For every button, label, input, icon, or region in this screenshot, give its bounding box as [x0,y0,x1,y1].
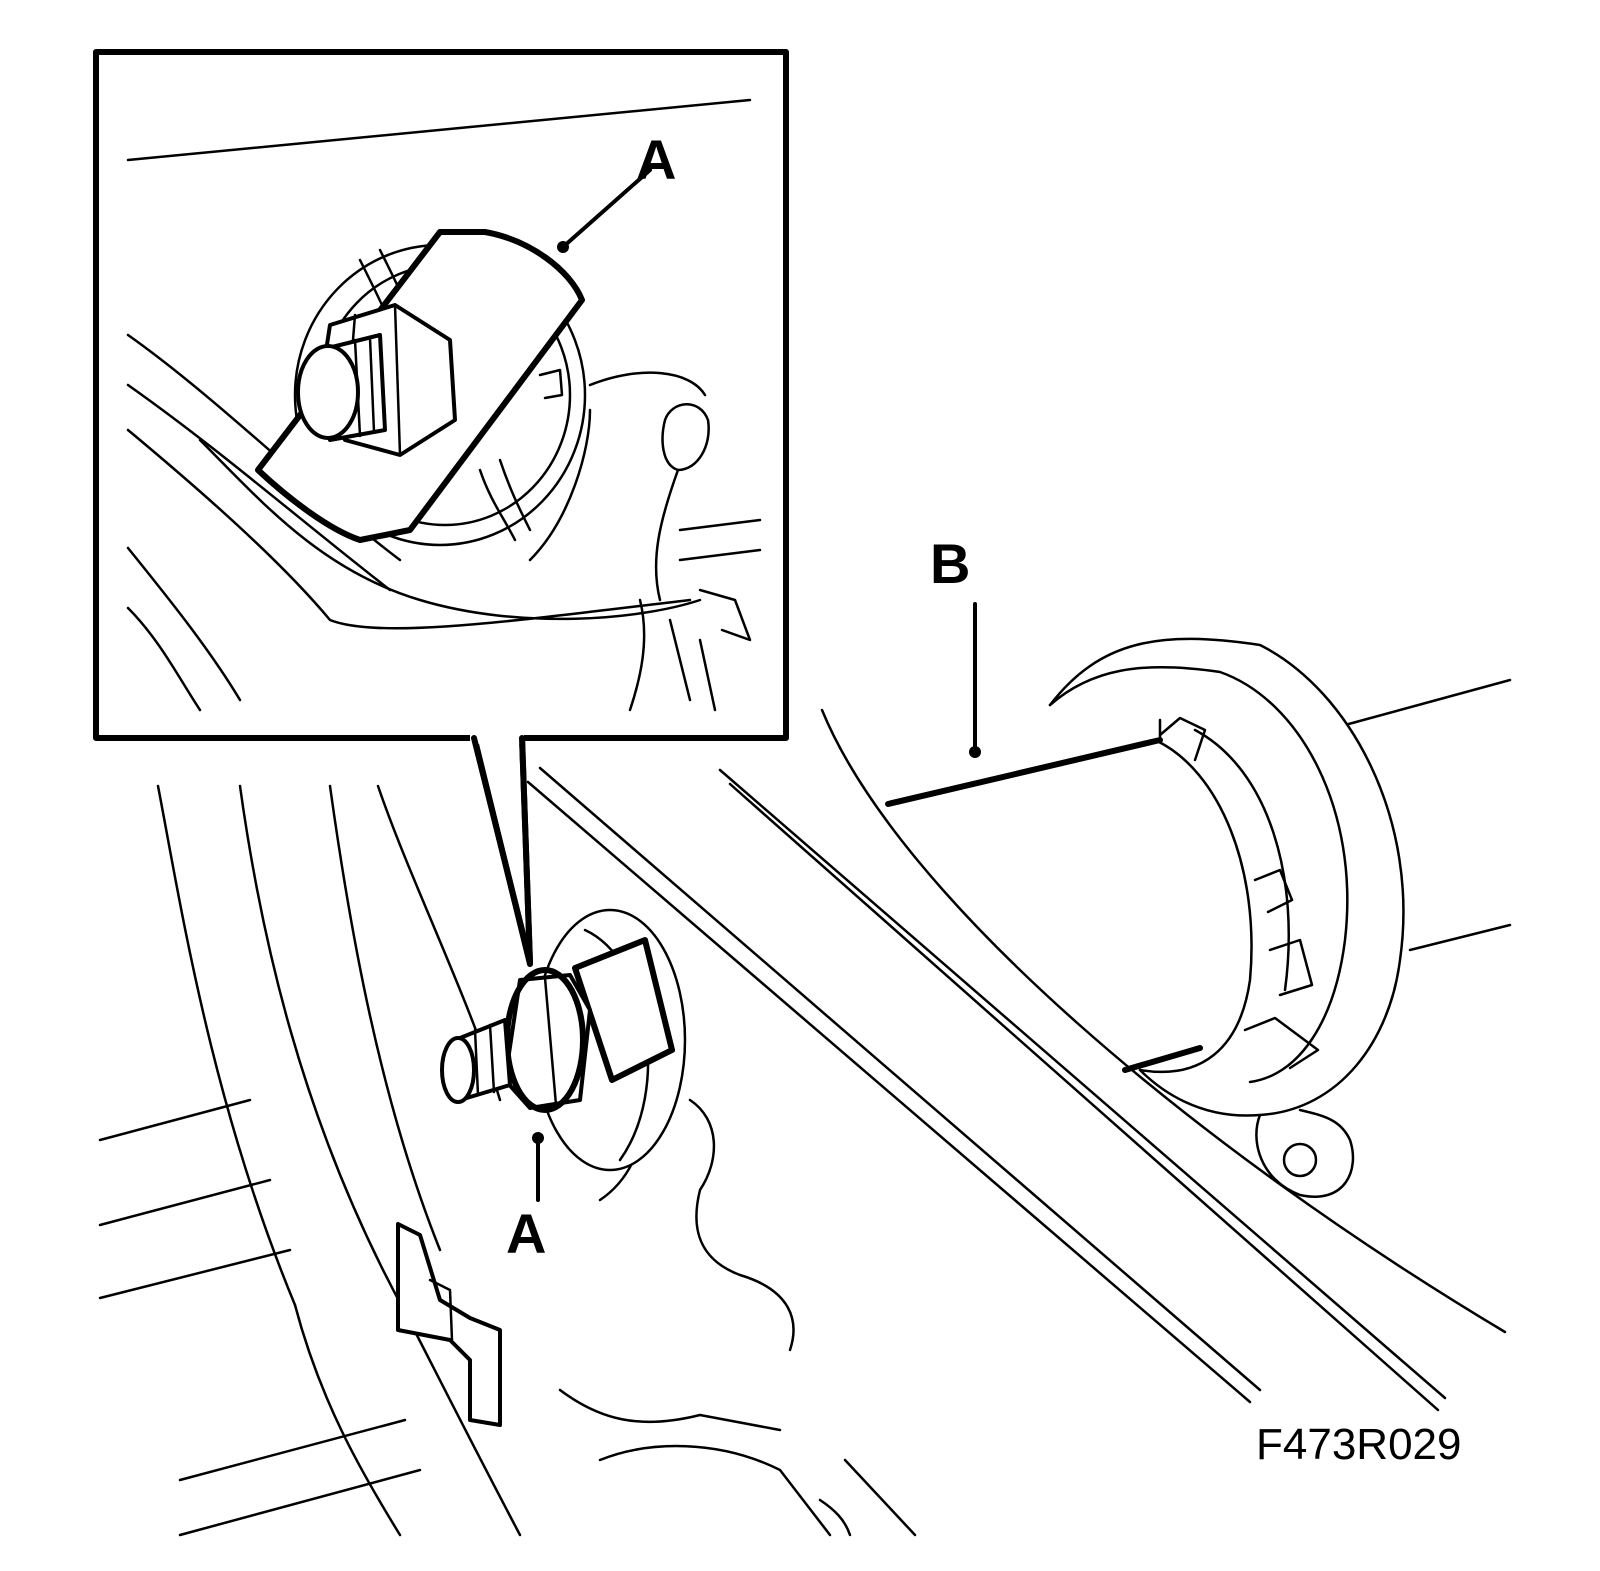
arm-edge-4 [728,782,1440,1412]
inset-line-top [126,98,752,162]
collar-bore-2 [1193,728,1290,992]
main-scene [98,708,1507,1537]
frame-curve-3 [328,784,442,1252]
bottom-edge-4 [818,1498,852,1537]
cylinder-bottom-edge [1122,1045,1203,1073]
lower-stud-end [440,1036,476,1104]
collar-lug-hole [1282,1142,1318,1178]
collar-notch-1 [1158,716,1207,762]
inset-curve-2 [126,383,392,592]
inset-right-line-2 [678,548,762,562]
clip-bracket [396,1222,502,1427]
collar-notch-4 [1243,1016,1320,1070]
lower-bolt-assembly [440,908,687,1202]
lower-bracket [572,937,675,1083]
callout-label-a-top: A [636,128,677,191]
rail-5 [178,1468,422,1537]
inset-curve-3 [126,428,692,630]
inset-curve-4 [126,546,242,702]
arm-edge-1 [538,766,1262,1392]
rail-3 [98,1248,292,1300]
clip-detail [428,1278,454,1342]
bottom-edge-1 [558,1388,782,1432]
lower-stud-threads [473,1023,496,1097]
arm-edge-2 [526,780,1252,1404]
callout-label-b: B [930,532,971,595]
frame-curve-6 [403,1310,522,1537]
rail-1 [98,1098,252,1142]
bottom-edge-3 [843,1458,917,1537]
rail-2 [98,1178,272,1227]
collar-lug [1255,1108,1355,1198]
collar-bore [1138,738,1253,1074]
frame-curve-1 [156,784,297,1307]
inset-tab-lines [668,618,717,712]
inset-flange-pin [538,368,564,400]
collar-notch-2 [1253,868,1294,914]
collar-inner-face [1048,665,1349,1084]
inset-stud-end [296,344,360,440]
collar-outer [1048,637,1405,1117]
cylinder-top-edge [885,737,1163,807]
inset-right-line-1 [678,518,762,532]
collar-notch-3 [1268,938,1314,997]
collar-assembly [885,602,1512,1198]
inset-curve-5 [126,606,202,712]
callout-label-a-bottom: A [506,1202,547,1265]
wire-cable [688,1098,795,1352]
frame-curve-5 [293,1303,402,1537]
inset-curve-6 [198,438,702,621]
inset-arm-lower [628,598,646,712]
shaft-bottom-edge [1408,923,1512,952]
inset-cable-bulb [661,403,710,472]
bottom-edge-2 [598,1444,832,1537]
frame-curve-2 [238,784,407,1314]
leader-line-a-top [561,168,652,249]
inset-stud-threads [353,336,376,438]
inset-tab [698,588,752,642]
inset-arm-top [588,371,707,397]
sweep-curve [820,708,1507,1334]
inset-arm-left [528,408,592,562]
shaft-top-edge [1343,678,1512,727]
inset-pointer-outline [471,735,533,965]
lower-nut-edge [543,976,558,1107]
rail-4 [178,1418,407,1482]
inset-cable [654,468,680,602]
arm-edge-3 [718,768,1447,1400]
detail-inset [93,49,789,967]
figure-code: F473R029 [1256,1420,1462,1469]
